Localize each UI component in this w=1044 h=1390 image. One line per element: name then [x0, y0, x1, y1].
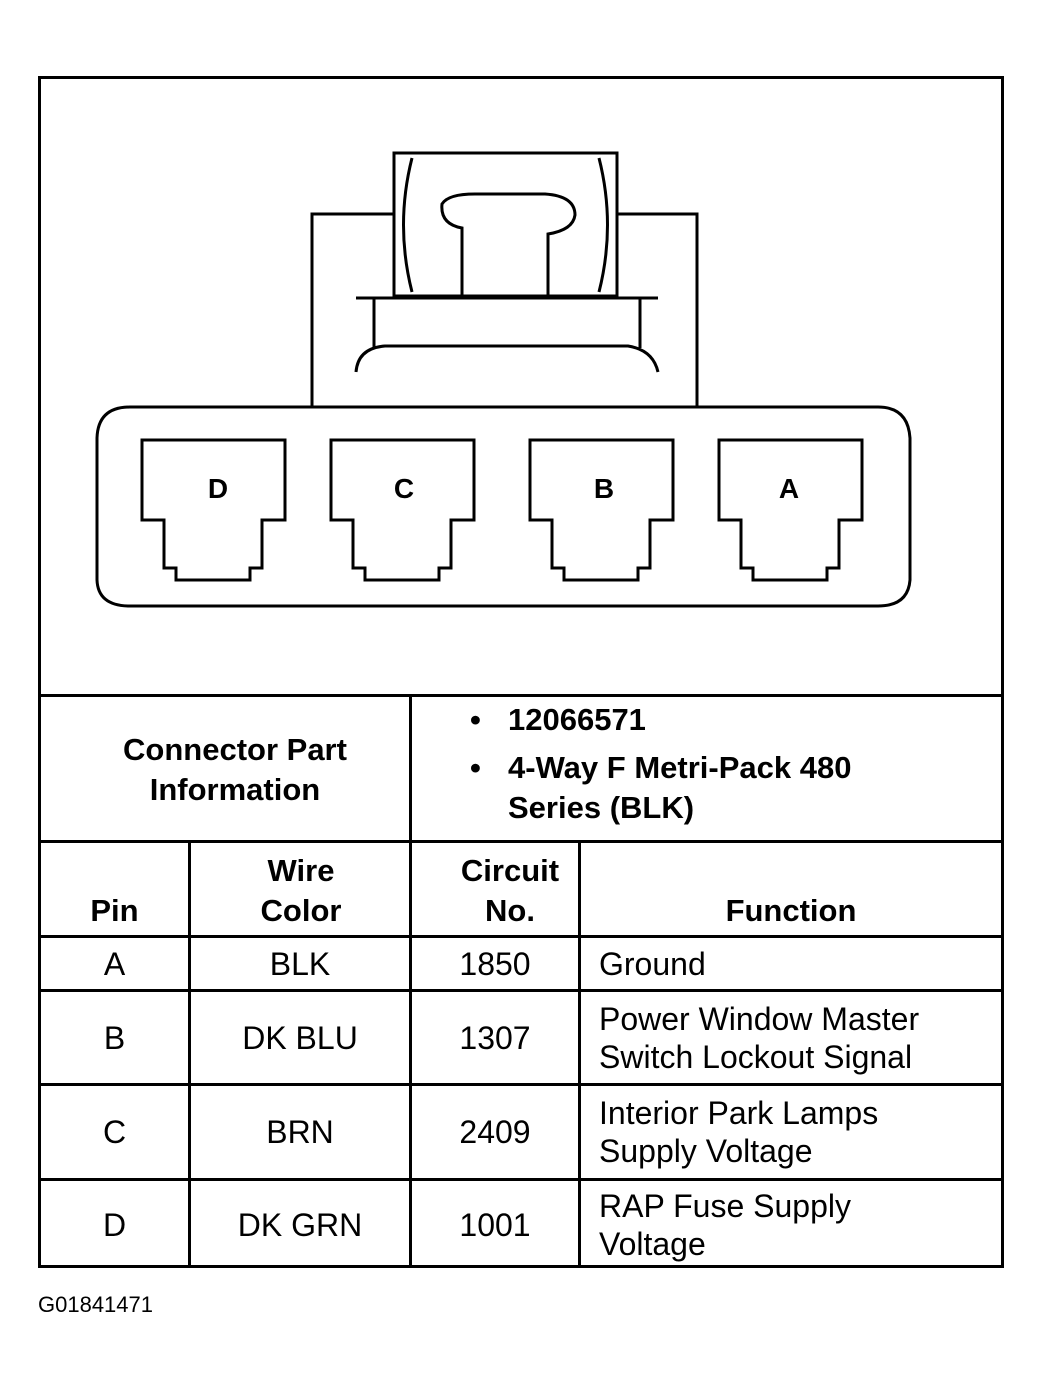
header-circuit-no: Circuit No.: [460, 853, 560, 928]
row-divider: [38, 1178, 1004, 1181]
cavity-D: [140, 438, 287, 582]
table-cell-pin: D: [102, 1206, 127, 1243]
latch-base: [354, 296, 660, 373]
cavity-label-D: D: [208, 473, 228, 504]
table-cell-function: Interior Park Lamps Supply Voltage: [599, 1095, 879, 1169]
bullet-icon: •: [470, 750, 481, 785]
header-bottom-border: [38, 935, 1004, 938]
table-cell-wire-color: BLK: [269, 945, 331, 982]
part-info-list: • 12066571 • 4-Way F Metri-Pack 480 Seri…: [470, 700, 990, 828]
table-top-border: [38, 694, 1004, 697]
table-cell-circuit-no: 1001: [459, 1206, 531, 1243]
cavity-C: [329, 438, 476, 582]
row-divider: [38, 1083, 1004, 1086]
connector-face-outline: [95, 405, 912, 608]
table-cell-wire-color: DK BLU: [242, 1019, 358, 1056]
table-cell-pin: B: [103, 1019, 126, 1056]
column-divider: [409, 694, 412, 1268]
part-number-item: • 12066571: [470, 700, 990, 740]
column-divider: [188, 840, 191, 1268]
table-cell-circuit-no: 2409: [459, 1114, 531, 1150]
cavity-label-C: C: [394, 473, 414, 504]
table-cell-pin: A: [103, 945, 126, 982]
part-info-label: Connector Part Information: [123, 732, 347, 807]
latch-right-curve: [597, 157, 609, 293]
connector-face-drawing: D C B A: [95, 151, 912, 608]
connector-latch: [392, 151, 619, 298]
info-bottom-border: [38, 840, 1004, 843]
table-cell-wire-color: DK GRN: [237, 1206, 363, 1243]
cavity-label-A: A: [779, 473, 799, 504]
row-divider: [38, 989, 1004, 992]
part-number: 12066571: [508, 702, 646, 737]
part-description: 4-Way F Metri-Pack 480 Series (BLK): [508, 750, 852, 825]
cavity-B: [528, 438, 675, 582]
table-cell-circuit-no: 1850: [459, 945, 531, 982]
header-wire-color: Wire Color: [260, 853, 342, 928]
bullet-icon: •: [470, 702, 481, 737]
table-cell-function: Ground: [599, 945, 706, 982]
connector-housing-top: [310, 212, 699, 407]
table-cell-function: RAP Fuse Supply Voltage: [599, 1187, 851, 1262]
table-cell-circuit-no: 1307: [459, 1019, 531, 1056]
figure-id: G01841471: [38, 1292, 153, 1317]
header-function: Function: [725, 893, 857, 928]
latch-tab: [440, 192, 577, 296]
header-pin: Pin: [90, 893, 139, 928]
cavity-A: [717, 438, 864, 582]
cavity-label-B: B: [594, 473, 614, 504]
table-cell-wire-color: BRN: [266, 1114, 334, 1150]
table-cell-pin: C: [102, 1114, 127, 1150]
part-description-item: • 4-Way F Metri-Pack 480 Series (BLK): [470, 748, 868, 828]
diagram-frame: [38, 76, 1004, 1268]
table-cell-function: Power Window Master Switch Lockout Signa…: [599, 1000, 920, 1075]
latch-left-curve: [402, 157, 414, 293]
column-divider: [578, 840, 581, 1268]
